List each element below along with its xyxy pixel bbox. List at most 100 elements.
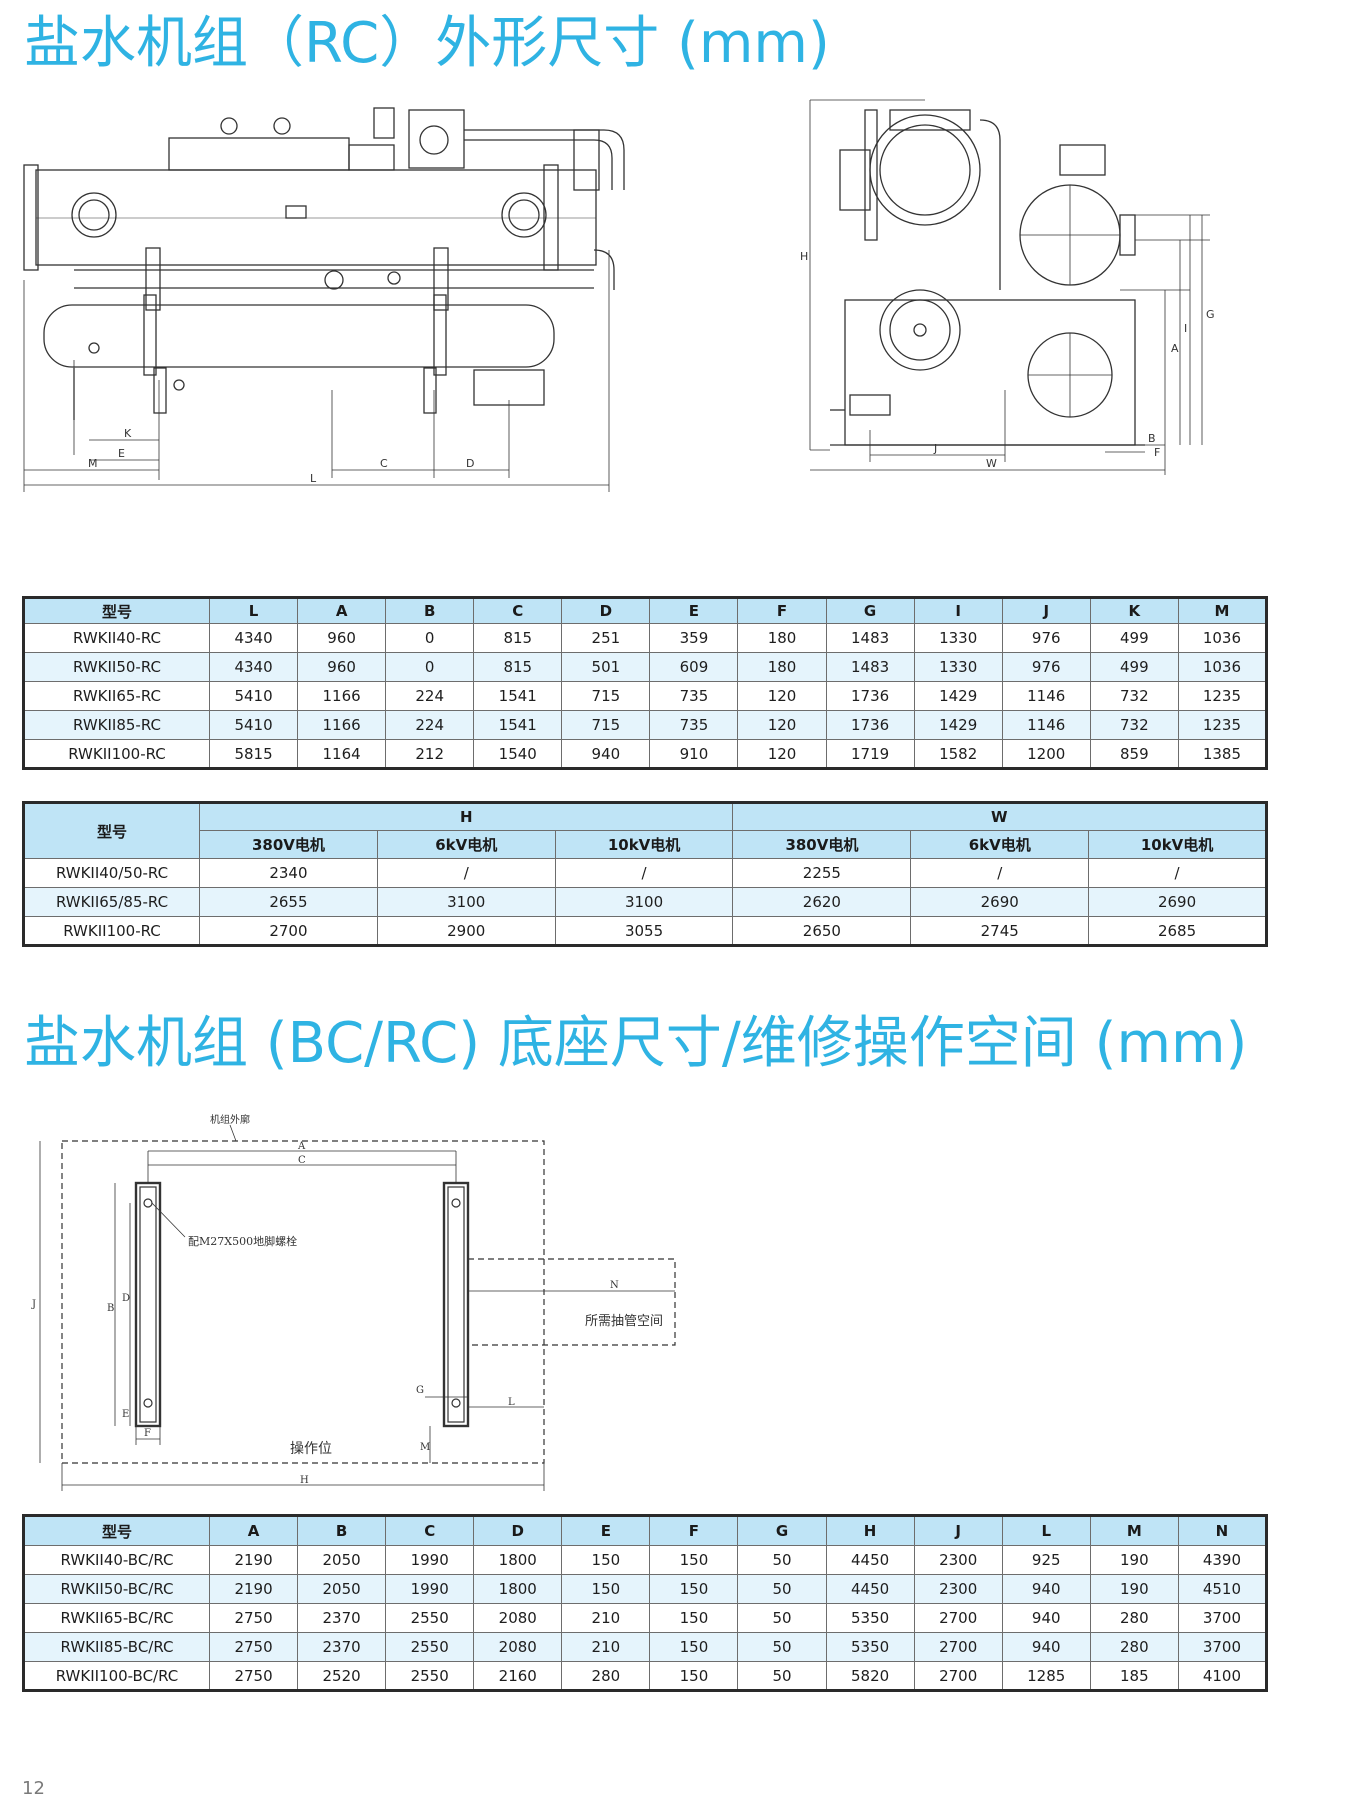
- table-cell: 732: [1089, 710, 1179, 740]
- table-cell: 609: [649, 652, 739, 682]
- table-cell: 960: [297, 652, 387, 682]
- table-cell: 960: [297, 623, 387, 653]
- table-row: RWKII65-RC 5410 1166 224 1541 715 735 12…: [23, 681, 1268, 711]
- table-header-cell: H: [825, 1515, 915, 1546]
- table-cell: 2080: [473, 1632, 563, 1662]
- table-cell: /: [554, 858, 734, 888]
- table-row: RWKII40-BC/RC 2190 2050 1990 1800 150 15…: [23, 1545, 1268, 1575]
- table-cell: 5350: [825, 1632, 915, 1662]
- table-header-row: 型号 L A B C D E F G I J K M: [23, 597, 1268, 624]
- table-cell: 4390: [1177, 1545, 1268, 1575]
- table-header-cell: L: [1001, 1515, 1091, 1546]
- table-row: RWKII40/50-RC 2340 / / 2255 / /: [23, 858, 1267, 888]
- table-header-cell: 380V电机: [732, 830, 912, 859]
- dim-label-f: F: [1154, 446, 1160, 459]
- dim-label-a: A: [1171, 342, 1179, 355]
- table-cell: 224: [385, 681, 475, 711]
- table-cell: 735: [649, 710, 739, 740]
- dim-label-w: W: [986, 457, 997, 470]
- table-cell: 150: [649, 1574, 739, 1604]
- table-cell: 3100: [376, 887, 556, 917]
- table-cell: 1800: [473, 1545, 563, 1575]
- dim-label-k: K: [124, 427, 132, 440]
- table-row: RWKII50-BC/RC 2190 2050 1990 1800 150 15…: [23, 1574, 1268, 1604]
- table-cell: 120: [737, 739, 827, 769]
- table-header-cell: C: [473, 597, 563, 624]
- dim-label-c: C: [380, 457, 388, 470]
- table-cell: 359: [649, 623, 739, 653]
- table-cell: 280: [1089, 1603, 1179, 1633]
- table-header-cell: K: [1089, 597, 1179, 624]
- table-cell: 2370: [297, 1632, 387, 1662]
- table-cell: 180: [737, 623, 827, 653]
- front-view-drawing: K E M C D L: [14, 100, 714, 580]
- table-header-cell: 6kV电机: [376, 830, 556, 859]
- table-cell: 910: [649, 739, 739, 769]
- table-header-cell: M: [1089, 1515, 1179, 1546]
- table-header-cell: 10kV电机: [554, 830, 734, 859]
- table-cell: 50: [737, 1545, 827, 1575]
- table-cell: /: [376, 858, 556, 888]
- table-cell: 150: [649, 1545, 739, 1575]
- table-cell: 1164: [297, 739, 387, 769]
- table-row: RWKII100-BC/RC 2750 2520 2550 2160 280 1…: [23, 1661, 1268, 1691]
- unit-outline-label: 机组外廓: [210, 1113, 250, 1126]
- table-header-cell: B: [297, 1515, 387, 1546]
- table-cell: 210: [561, 1632, 651, 1662]
- table-cell: RWKII65-RC: [23, 681, 210, 711]
- table-cell: 150: [649, 1661, 739, 1691]
- table-cell: 2550: [385, 1632, 475, 1662]
- table-cell: 50: [737, 1661, 827, 1691]
- dimension-table-rc: 型号 L A B C D E F G I J K M RWKII40-RC 43…: [22, 596, 1268, 770]
- table-cell: 1483: [825, 652, 915, 682]
- table-cell: 0: [385, 652, 475, 682]
- table-cell: 1736: [825, 710, 915, 740]
- table-cell: 1330: [913, 623, 1003, 653]
- table-cell: 185: [1089, 1661, 1179, 1691]
- table-cell: 1990: [385, 1545, 475, 1575]
- table-cell: 2300: [913, 1545, 1003, 1575]
- table-cell: 50: [737, 1574, 827, 1604]
- table-cell: 2340: [199, 858, 378, 888]
- table-cell: 1541: [473, 681, 563, 711]
- dim-label-h: H: [300, 1475, 309, 1486]
- anchor-bolt-label: 配M27X500地脚螺栓: [188, 1234, 297, 1248]
- table-cell: 2300: [913, 1574, 1003, 1604]
- dim-label-m: M: [420, 1442, 430, 1453]
- table-cell: 2900: [376, 916, 556, 946]
- table-cell: 190: [1089, 1574, 1179, 1604]
- table-header-cell: B: [385, 597, 475, 624]
- table-cell: 2550: [385, 1603, 475, 1633]
- table-header-cell: J: [1001, 597, 1091, 624]
- table-cell: 2190: [208, 1574, 299, 1604]
- dim-label-l: L: [508, 1397, 515, 1408]
- dim-label-h: H: [800, 250, 808, 263]
- base-dimension-table: 型号 A B C D E F G H J L M N RWKII40-BC/RC…: [22, 1514, 1268, 1692]
- section-title-base-dimensions: 盐水机组 (BC/RC) 底座尺寸/维修操作空间 (mm): [24, 1011, 1248, 1076]
- table-cell: 4340: [208, 623, 299, 653]
- table-header-cell: G: [737, 1515, 827, 1546]
- table-cell: 3700: [1177, 1632, 1268, 1662]
- table-cell: 715: [561, 710, 651, 740]
- table-cell: 1800: [473, 1574, 563, 1604]
- table-cell: 150: [561, 1574, 651, 1604]
- table-cell: 925: [1001, 1545, 1091, 1575]
- table-header-cell: E: [561, 1515, 651, 1546]
- table-cell: /: [1088, 858, 1267, 888]
- table-cell: RWKII40/50-RC: [23, 858, 200, 888]
- dim-label-e: E: [118, 447, 125, 460]
- table-cell: 2750: [208, 1603, 299, 1633]
- table-cell: 2745: [910, 916, 1090, 946]
- table-cell: 1166: [297, 710, 387, 740]
- table-cell: 4340: [208, 652, 299, 682]
- base-plan-drawing: 机组外廓 配M27X500地脚螺栓 所需抽管空间 操作位 A C B D J E…: [20, 1095, 710, 1515]
- dim-label-e: E: [122, 1409, 129, 1420]
- table-header-cell: N: [1177, 1515, 1268, 1546]
- table-cell: 940: [1001, 1632, 1091, 1662]
- table-row: RWKII50-RC 4340 960 0 815 501 609 180 14…: [23, 652, 1268, 682]
- table-cell: 499: [1089, 652, 1179, 682]
- table-cell: 940: [561, 739, 651, 769]
- dim-label-l: L: [310, 472, 317, 485]
- table-header-cell: A: [297, 597, 387, 624]
- table-cell: 940: [1001, 1574, 1091, 1604]
